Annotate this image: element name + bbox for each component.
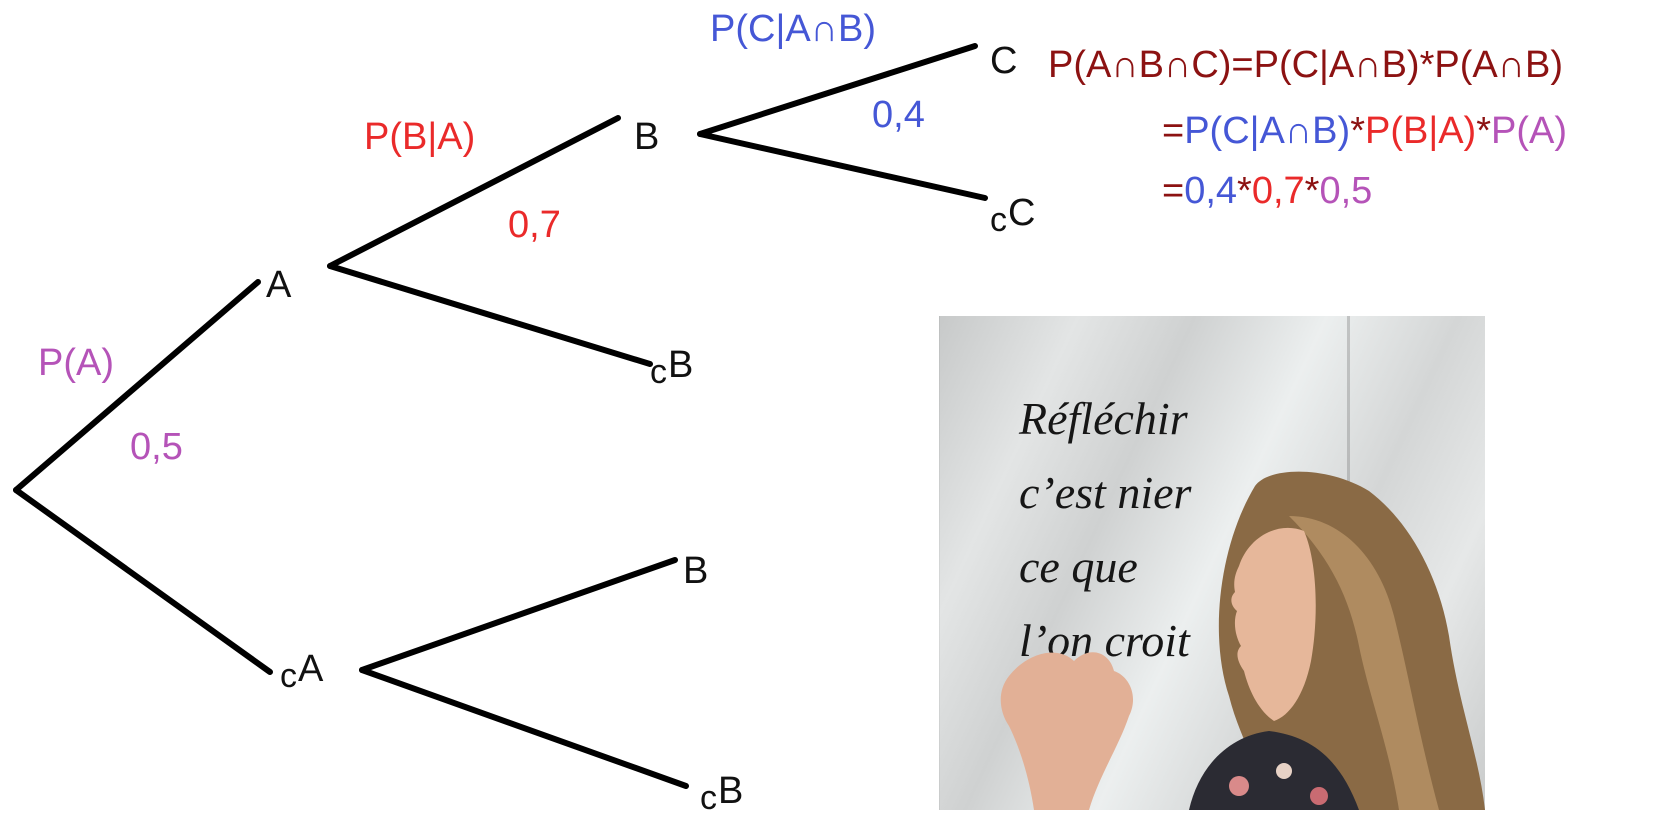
node-not-B-given-A: cB (650, 344, 694, 391)
value-0-4: 0,4 (1184, 170, 1238, 212)
formula-line-1: P(A∩B∩C)=P(C|A∩B)*P(A∩B) (1048, 44, 1564, 86)
node-C: C (990, 40, 1018, 82)
term-p-A: P(A) (1491, 110, 1567, 152)
edge-root-notA (13, 487, 273, 675)
edge-notA-notB (359, 667, 689, 789)
complement-prefix: c (700, 779, 717, 817)
edge-notA-B (359, 557, 678, 673)
value-0-7: 0,7 (1251, 170, 1305, 212)
face-shape (1231, 527, 1316, 721)
multiply-sign: * (1476, 110, 1491, 152)
value-p-C-given-AB: 0,4 (872, 94, 925, 136)
node-B-given-not-A: B (683, 550, 709, 592)
formula-line-2: =P(C|A∩B)*P(B|A)*P(A) (1162, 112, 1567, 150)
label-p-C-given-AB: P(C|A∩B) (710, 8, 876, 50)
node-not-B-given-not-A: cB (700, 770, 744, 817)
flower-dot (1276, 763, 1292, 779)
woman-figure (1000, 471, 1485, 810)
term-p-B-given-A: P(B|A) (1364, 110, 1477, 152)
quote-line-3: ce que (1019, 541, 1138, 592)
edge-B-C (697, 43, 978, 137)
quote-line-2: c’est nier (1019, 467, 1192, 518)
edge-root-A (13, 279, 261, 493)
equals-sign: = (1162, 170, 1185, 212)
node-not-C: cC (990, 192, 1036, 239)
term-p-C-given-AB: P(C|A∩B) (1184, 110, 1351, 152)
complement-prefix: c (650, 353, 667, 391)
multiply-sign: * (1237, 170, 1252, 212)
flower-dot (1229, 776, 1249, 796)
edge-A-notB (327, 263, 653, 367)
node-not-A: cA (280, 648, 324, 695)
equals-sign: = (1162, 110, 1185, 152)
value-0-5: 0,5 (1319, 170, 1373, 212)
edge-A-B (327, 115, 621, 269)
formula-line-3: =0,4*0,7*0,5 (1162, 172, 1372, 210)
hand-shape (1000, 652, 1134, 810)
value-p-B-given-A: 0,7 (508, 204, 561, 246)
node-B-given-A: B (634, 116, 660, 158)
value-p-A: 0,5 (130, 426, 183, 468)
complement-prefix: c (990, 201, 1007, 239)
label-p-B-given-A: P(B|A) (364, 116, 476, 158)
label-p-A: P(A) (38, 342, 114, 384)
edge-B-notC (697, 131, 988, 201)
node-A: A (266, 264, 292, 306)
complement-prefix: c (280, 657, 297, 695)
quote-photo: Réfléchir c’est nier ce que l’on croit (939, 316, 1485, 810)
quote-line-1: Réfléchir (1019, 393, 1188, 444)
multiply-sign: * (1304, 170, 1320, 212)
hair-highlight (1289, 516, 1439, 810)
flower-dot (1310, 787, 1328, 805)
multiply-sign: * (1350, 110, 1365, 152)
